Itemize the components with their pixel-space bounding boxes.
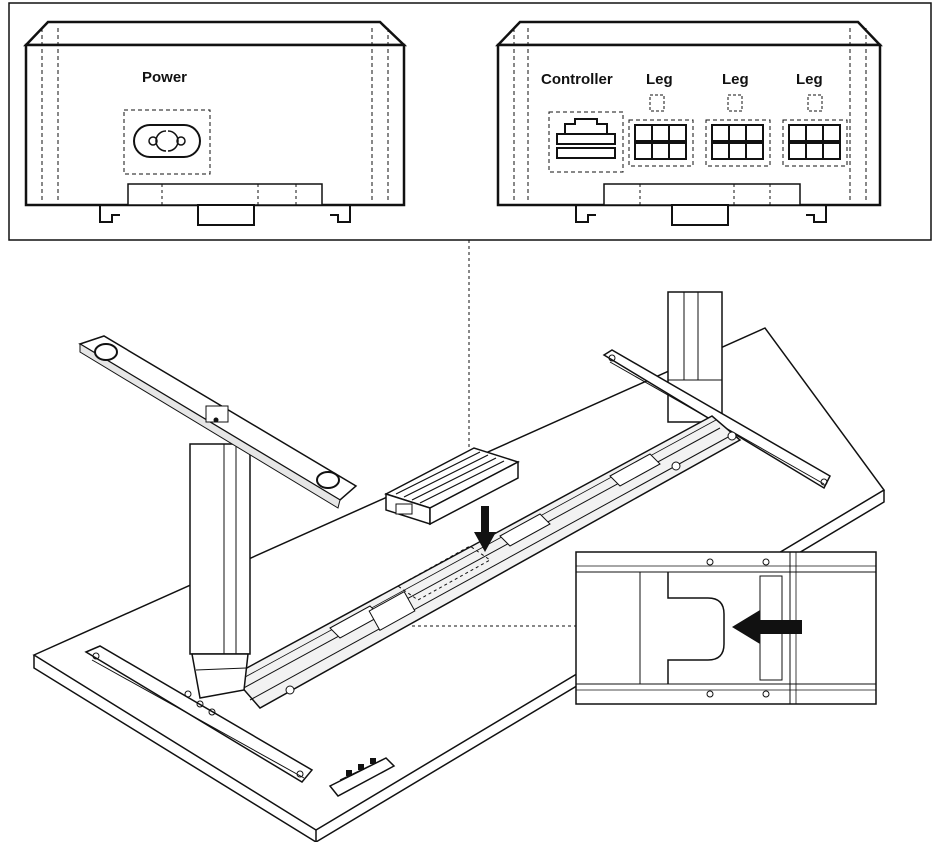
control-box-port-side: Controller Leg: [495, 20, 883, 226]
controller-port-outline: [548, 111, 624, 173]
controller-port-icon: [556, 118, 616, 159]
leg-port-3: [782, 94, 848, 167]
control-box-power-side: Power: [23, 20, 408, 226]
inset-detail: [575, 551, 877, 705]
far-leg: [602, 291, 831, 490]
power-socket-icon: [133, 124, 201, 158]
handset-controller: [328, 757, 396, 797]
near-leg: [189, 443, 251, 699]
leg-label-2: Leg: [722, 71, 749, 88]
leg-label-1: Leg: [646, 71, 673, 88]
frame-crossbar: [230, 415, 742, 709]
callout-panel: Power Controller: [8, 2, 932, 490]
leg-label-3: Leg: [796, 71, 823, 88]
down-arrow-icon: [474, 506, 496, 552]
controller-label: Controller: [541, 71, 613, 88]
leg-port-2: [705, 94, 771, 167]
lower-foot: [84, 645, 314, 783]
left-arrow-icon: [732, 610, 802, 644]
upper-foot: [78, 335, 358, 509]
leg-port-1: [628, 94, 694, 167]
control-box: [384, 447, 520, 526]
power-label: Power: [142, 69, 187, 86]
power-port-outline: [123, 109, 211, 175]
